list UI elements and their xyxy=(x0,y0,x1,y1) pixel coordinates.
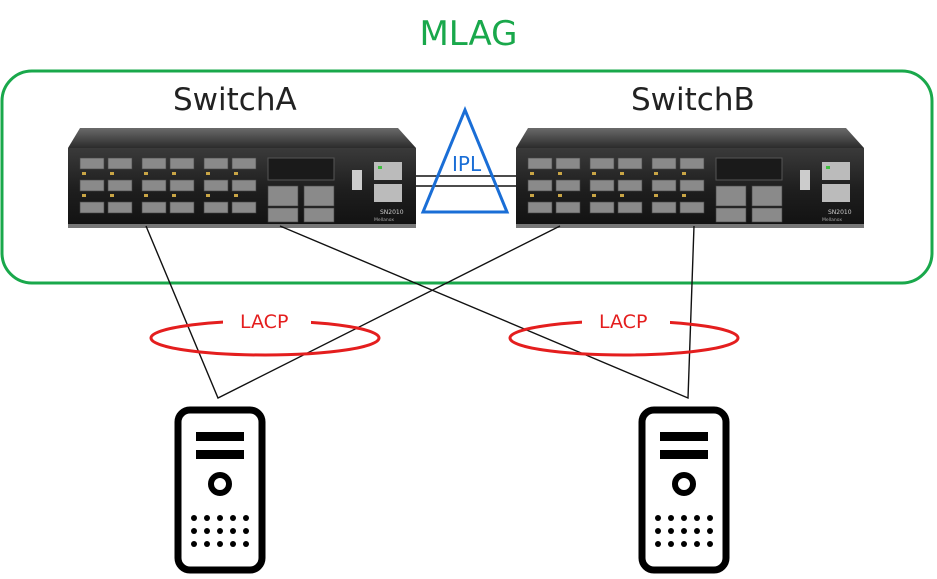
mlag-title: MLAG xyxy=(419,14,518,54)
switch-a-device-icon: SN2010 Mellanox xyxy=(68,128,416,228)
server-a-icon xyxy=(174,406,266,574)
mlag-cluster-border xyxy=(0,69,934,285)
ipl-label: IPL xyxy=(452,152,482,176)
svg-text:Mellanox: Mellanox xyxy=(822,217,842,223)
ipl-triangle xyxy=(420,106,510,214)
switch-b-device-icon: SN2010 Mellanox xyxy=(516,128,864,228)
switch-b-label: SwitchB xyxy=(631,82,755,118)
lacp-label-left: LACP xyxy=(240,311,289,333)
switch-a-label: SwitchA xyxy=(173,82,297,118)
server-b-icon xyxy=(638,406,730,574)
ipl-links xyxy=(410,175,524,187)
lacp-group-right xyxy=(508,311,740,357)
lacp-label-right: LACP xyxy=(599,311,648,333)
lacp-group-left xyxy=(149,311,381,357)
svg-text:Mellanox: Mellanox xyxy=(374,217,394,223)
svg-text:SN2010: SN2010 xyxy=(380,209,404,216)
svg-text:SN2010: SN2010 xyxy=(828,209,852,216)
server-uplinks xyxy=(145,225,695,400)
